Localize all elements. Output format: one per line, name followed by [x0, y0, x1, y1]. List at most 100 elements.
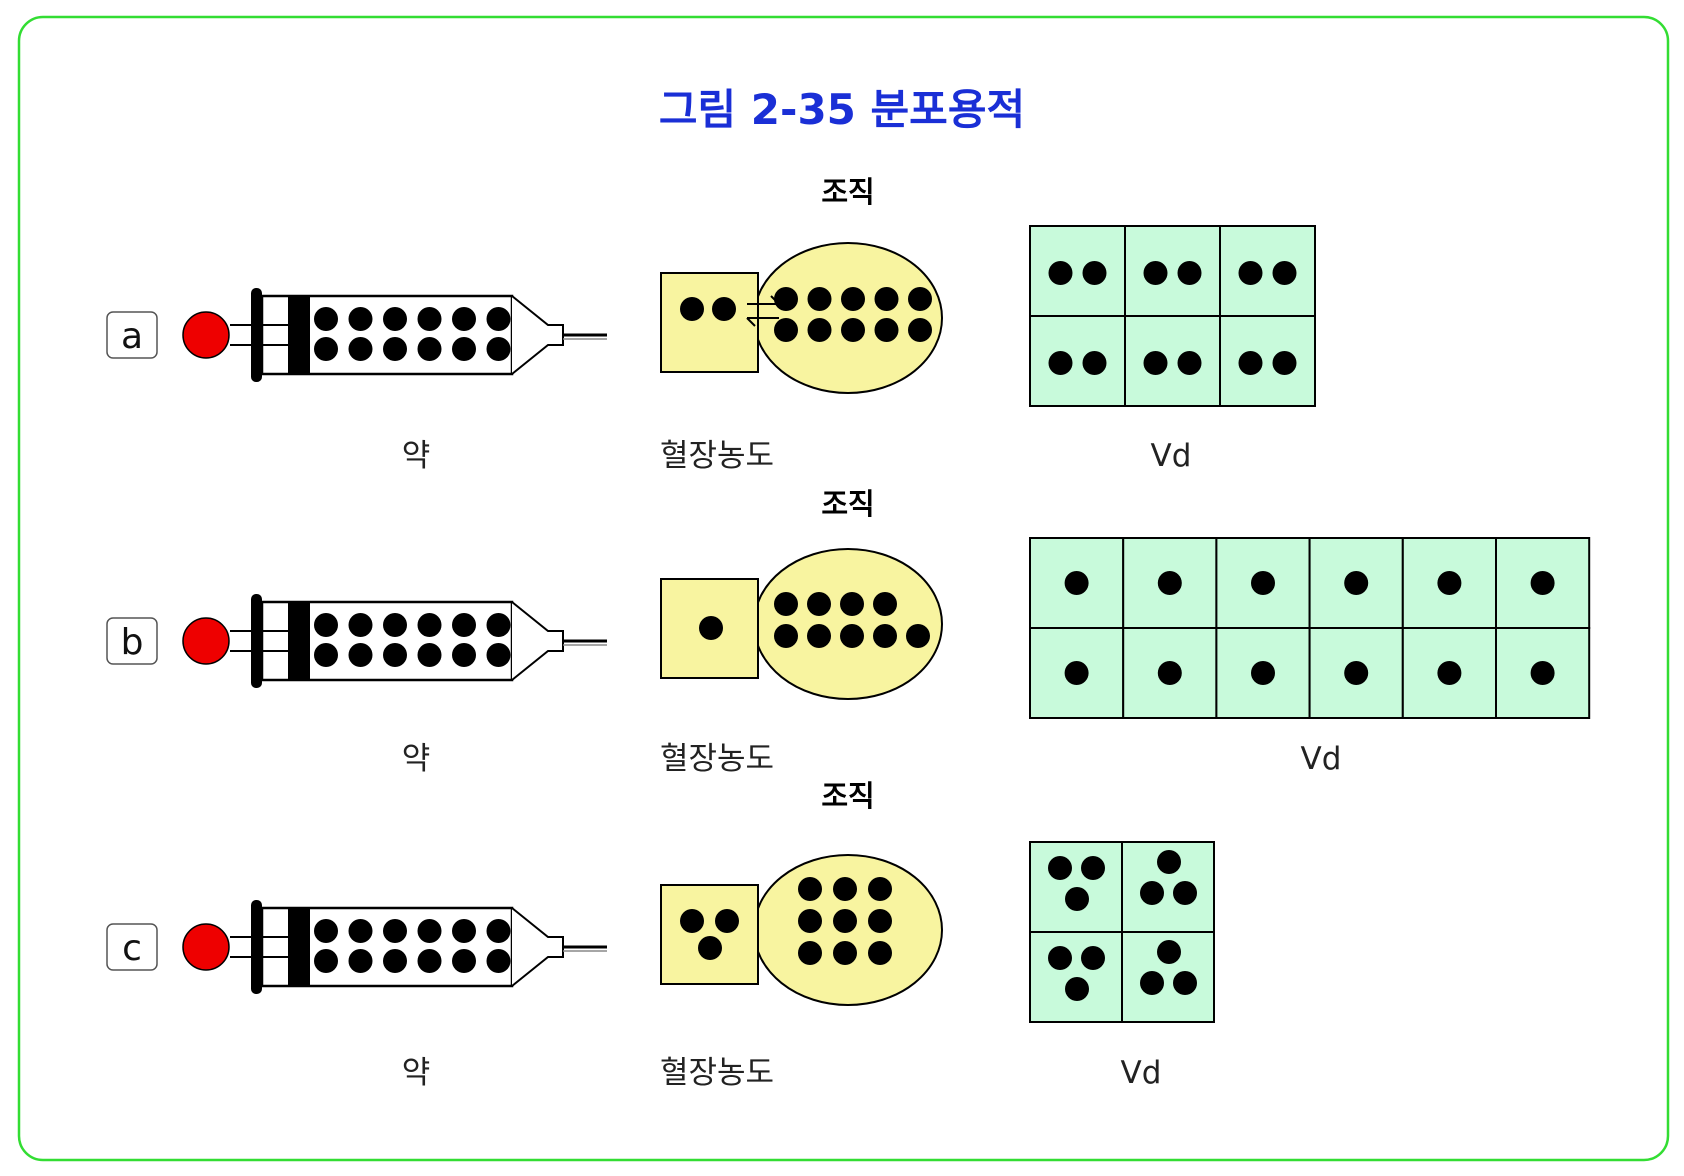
tissue-label: 조직: [821, 487, 874, 521]
syringe: [182, 288, 607, 382]
vd-cell: [1124, 315, 1221, 407]
vd-cell: [1121, 931, 1215, 1023]
exchange-arrow-back: [746, 317, 779, 327]
plunger-head: [288, 602, 310, 680]
tissue-drug-dot: [807, 287, 832, 311]
plasma-drug-dot: [680, 909, 704, 933]
vd-cell: [1215, 537, 1311, 629]
vd-drug-dot: [1251, 661, 1275, 685]
syringe-drug-dot: [383, 307, 407, 331]
vd-drug-dot: [1065, 977, 1089, 1001]
syringe-drug-dot: [417, 949, 442, 973]
vd-drug-dot: [1530, 571, 1555, 595]
vd-drug-dot: [1048, 946, 1072, 970]
tissue-drug-dot: [868, 877, 892, 901]
tissue-drug-dot: [833, 877, 857, 901]
vd-grid: [1029, 225, 1316, 407]
vd-cell: [1029, 315, 1126, 407]
row-tag-box: [106, 923, 158, 971]
syringe-drug-dot: [417, 307, 442, 331]
plunger-plate: [251, 288, 262, 382]
syringe-drug-dot: [486, 949, 511, 973]
syringe-drug-dot: [452, 949, 476, 973]
vd-drug-dot: [1048, 856, 1072, 880]
tissue-drug-dot: [868, 941, 892, 965]
syringe-drug-dot: [417, 337, 442, 361]
tissue-drug-dot: [841, 318, 865, 342]
tissue-drug-dot: [807, 318, 832, 342]
vd-label: Vd: [1301, 741, 1342, 777]
plunger-knob: [182, 617, 230, 665]
vd-drug-dot: [1157, 661, 1182, 685]
row-b: b 조직약 혈장농도 Vd: [106, 487, 1591, 777]
vd-drug-dot: [1081, 946, 1105, 970]
tissue-drug-dot: [908, 287, 932, 311]
vd-drug-dot: [1344, 571, 1369, 595]
syringe-drug-dot: [486, 307, 511, 331]
plasma-tissue-compartments: [660, 854, 943, 1006]
vd-drug-dot: [1177, 351, 1202, 375]
vd-drug-dot: [1157, 850, 1181, 874]
drug-label: 약: [402, 741, 431, 777]
vd-cell: [1219, 225, 1316, 317]
syringe-drug-dot: [486, 643, 511, 667]
tissue-drug-dot: [874, 287, 899, 311]
tissue-drug-dot: [807, 624, 831, 648]
vd-label: Vd: [1121, 1055, 1162, 1091]
vd-drug-dot: [1344, 661, 1369, 685]
row-tag-box: [106, 617, 158, 665]
vd-drug-dot: [1065, 887, 1089, 911]
vd-drug-dot: [1048, 351, 1073, 375]
syringe-drug-dot: [417, 613, 442, 637]
syringe-drug-dot: [452, 337, 476, 361]
plunger-plate: [251, 900, 262, 994]
plasma-drug-dot: [712, 297, 736, 321]
plunger-head: [288, 296, 310, 374]
plasma-drug-dot: [715, 909, 739, 933]
tissue-drug-dot: [774, 287, 798, 311]
syringe-drug-dot: [348, 949, 373, 973]
syringe-drug-dot: [348, 337, 373, 361]
tissue-label: 조직: [821, 779, 874, 813]
vd-drug-dot: [1530, 661, 1555, 685]
syringe-drug-dot: [486, 337, 511, 361]
vd-drug-dot: [1157, 571, 1182, 595]
syringe-drug-dot: [417, 643, 442, 667]
plasma-drug-dot: [699, 616, 723, 640]
syringe-drug-dot: [452, 643, 476, 667]
exchange-arrow-forward: [747, 295, 780, 305]
vd-grid: [1029, 537, 1591, 719]
syringe-drug-dot: [314, 643, 338, 667]
plunger-knob: [182, 311, 230, 359]
tissue-drug-dot: [868, 909, 892, 933]
syringe-drug-dot: [348, 307, 373, 331]
vd-cell: [1219, 315, 1316, 407]
vd-drug-dot: [1173, 971, 1197, 995]
syringe-drug-dot: [383, 643, 407, 667]
plunger-plate: [251, 594, 262, 688]
tissue-drug-dot: [833, 941, 857, 965]
plasma-concentration-label: 혈장농도: [660, 1055, 774, 1091]
vd-cell: [1124, 225, 1221, 317]
row-tag-box: [106, 311, 158, 359]
vd-cell: [1029, 225, 1126, 317]
plasma-tissue-compartments: [660, 242, 943, 394]
tissue-drug-dot: [774, 624, 798, 648]
vd-drug-dot: [1081, 856, 1105, 880]
tissue-drug-dot: [807, 592, 831, 616]
syringe-drug-dot: [452, 613, 476, 637]
syringe-drug-dot: [314, 337, 338, 361]
row-tag-label: b: [121, 622, 144, 663]
figure-title: 그림 2-35 분포용적: [659, 85, 1025, 134]
plasma-concentration-label: 혈장농도: [660, 741, 774, 777]
syringe: [182, 594, 607, 688]
drug-label: 약: [402, 438, 431, 474]
tissue-drug-dot: [798, 909, 822, 933]
tissue-drug-dot: [874, 318, 899, 342]
vd-drug-dot: [1437, 661, 1462, 685]
vd-label: Vd: [1151, 438, 1192, 474]
plasma-tissue-compartments: [660, 548, 943, 700]
tissue-drug-dot: [798, 941, 822, 965]
